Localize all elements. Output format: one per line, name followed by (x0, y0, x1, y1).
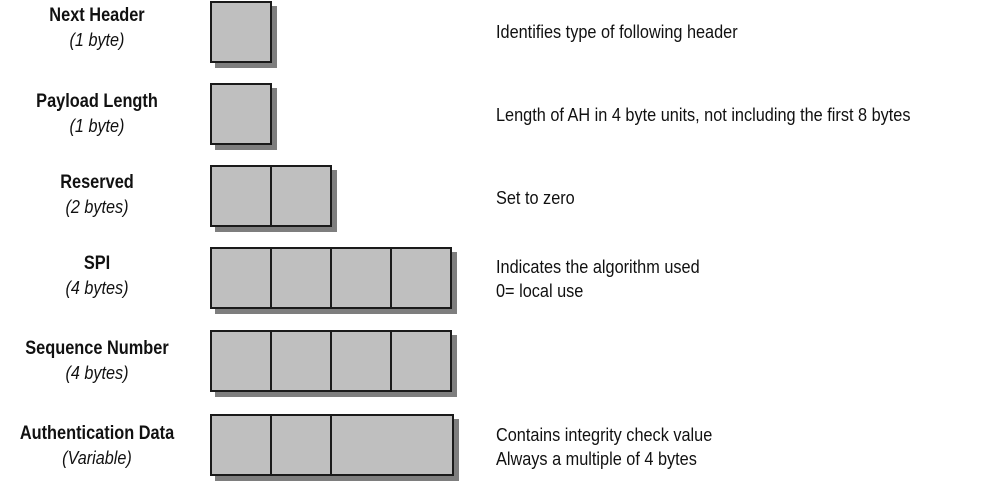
field-description: Contains integrity check value Always a … (496, 423, 712, 471)
field-size: (2 bytes) (65, 197, 129, 217)
byte-cell (210, 247, 272, 309)
field-description: Identifies type of following header (496, 20, 738, 44)
byte-cell (270, 330, 332, 392)
byte-cell (210, 414, 272, 476)
field-size: (Variable) (62, 448, 132, 468)
byte-cell (210, 1, 272, 63)
byte-cell (330, 330, 392, 392)
field-name: Next Header (49, 5, 145, 26)
field-description: Length of AH in 4 byte units, not includ… (496, 103, 910, 127)
field-name: Authentication Data (19, 423, 175, 444)
field-label: Authentication Data (Variable) (0, 421, 194, 471)
description-line: Always a multiple of 4 bytes (496, 448, 697, 469)
field-name: SPI (83, 253, 111, 274)
description-line: Set to zero (496, 187, 575, 208)
byte-cell (330, 414, 454, 476)
byte-cell (210, 165, 272, 227)
byte-cells (210, 83, 272, 145)
field-size: (4 bytes) (65, 363, 129, 383)
description-line: Length of AH in 4 byte units, not includ… (496, 104, 911, 125)
byte-cell (270, 165, 332, 227)
field-row-next-header: Next Header (1 byte) Identifies type of … (0, 1, 1000, 63)
byte-cells (210, 247, 452, 309)
field-label: SPI (4 bytes) (0, 251, 194, 301)
byte-cell (270, 414, 332, 476)
field-name: Reserved (60, 172, 134, 193)
field-name: Payload Length (36, 91, 158, 112)
field-label: Reserved (2 bytes) (0, 170, 194, 220)
byte-cell (330, 247, 392, 309)
field-size: (1 byte) (69, 30, 125, 50)
field-label: Sequence Number (4 bytes) (0, 336, 194, 386)
field-row-payload-length: Payload Length (1 byte) Length of AH in … (0, 83, 1000, 145)
byte-cells (210, 414, 454, 476)
field-name: Sequence Number (25, 338, 169, 359)
field-label: Next Header (1 byte) (0, 3, 194, 53)
field-description: Set to zero (496, 186, 575, 210)
field-row-reserved: Reserved (2 bytes) Set to zero (0, 165, 1000, 227)
field-row-authentication-data: Authentication Data (Variable) Contains … (0, 414, 1000, 476)
field-row-sequence-number: Sequence Number (4 bytes) (0, 330, 1000, 392)
byte-cells (210, 330, 452, 392)
field-size: (1 byte) (69, 116, 125, 136)
byte-cell (210, 330, 272, 392)
field-description: Indicates the algorithm used 0= local us… (496, 255, 700, 303)
field-row-spi: SPI (4 bytes) Indicates the algorithm us… (0, 247, 1000, 309)
byte-cell (210, 83, 272, 145)
byte-cells (210, 165, 332, 227)
field-label: Payload Length (1 byte) (0, 89, 194, 139)
byte-cell (390, 247, 452, 309)
description-line: Identifies type of following header (496, 21, 738, 42)
description-line: Contains integrity check value (496, 424, 713, 445)
byte-cell (390, 330, 452, 392)
description-line: Indicates the algorithm used (496, 256, 700, 277)
field-size: (4 bytes) (65, 278, 129, 298)
byte-cells (210, 1, 272, 63)
byte-cell (270, 247, 332, 309)
description-line: 0= local use (496, 280, 584, 301)
